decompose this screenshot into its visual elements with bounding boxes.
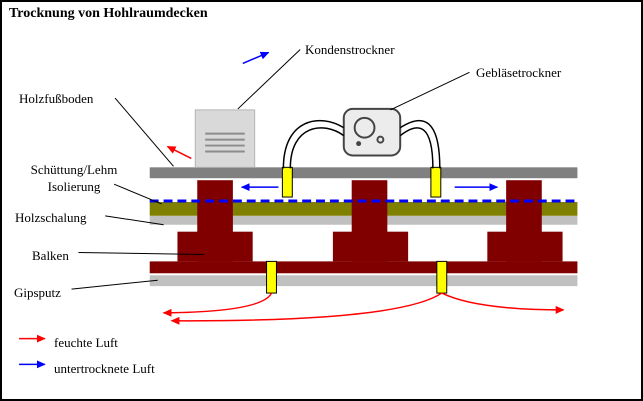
label-holzfussboden: Holzfußboden	[19, 91, 94, 106]
blower-hose-right	[399, 119, 441, 169]
label-schuettung: Schüttung/Lehm Isolierung	[18, 162, 130, 196]
label-schuettung-line1: Schüttung/Lehm	[30, 162, 118, 177]
label-balken: Balken	[32, 248, 69, 263]
moist-air-flow-bottom-left-1	[162, 292, 273, 317]
condensation-dryer-vents-icon	[205, 132, 245, 153]
pointer-line-balken	[78, 251, 205, 255]
gypsum-plaster-layer	[149, 275, 578, 287]
blower-dryer-body	[342, 107, 402, 157]
condensation-dryer-device	[194, 109, 256, 168]
air-duct-top-left	[281, 166, 293, 198]
beam-1	[197, 180, 233, 262]
blower-dryer-device	[342, 107, 402, 157]
blower-hose-left	[282, 119, 345, 169]
beam-3	[506, 180, 542, 262]
label-schuettung-line2: Isolierung	[47, 178, 101, 194]
blower-fan-icon	[353, 116, 376, 139]
blower-dot-right	[376, 135, 385, 144]
dry-air-arrow-dryer-outlet	[242, 51, 270, 65]
moist-air-flow-bottom-left-2	[170, 292, 443, 325]
blower-dot-left	[356, 141, 362, 147]
pointer-line-holzschalung	[105, 215, 164, 226]
legend-item-moist-air: feuchte Luft	[54, 335, 118, 350]
wood-floor-layer	[149, 167, 578, 179]
moist-air-flow-bottom-right	[441, 292, 565, 314]
plaster-base-layer	[149, 261, 578, 274]
pointer-line-gipsputz	[71, 279, 158, 290]
label-geblasetrockner: Gebläsetrockner	[476, 65, 562, 80]
pointer-line-kondenstrockner	[237, 49, 301, 110]
label-holzschalung: Holzschalung	[15, 210, 87, 225]
air-duct-bottom-right	[436, 260, 448, 294]
label-gipsputz: Gipsputz	[14, 285, 61, 300]
pointer-line-schuettung	[113, 183, 162, 205]
air-duct-top-right	[430, 166, 442, 198]
pointer-line-holzfussboden	[114, 97, 174, 167]
air-duct-bottom-left	[266, 260, 277, 294]
page-title: Trocknung von Hohlraumdecken	[9, 6, 208, 21]
moist-air-arrow-above-floor	[166, 145, 192, 160]
pointer-line-geblasetrockner	[390, 71, 470, 111]
legend-item-dry-air: untertrocknete Luft	[54, 361, 155, 376]
beam-2	[351, 180, 388, 262]
label-kondenstrockner: Kondenstrockner	[305, 42, 395, 57]
